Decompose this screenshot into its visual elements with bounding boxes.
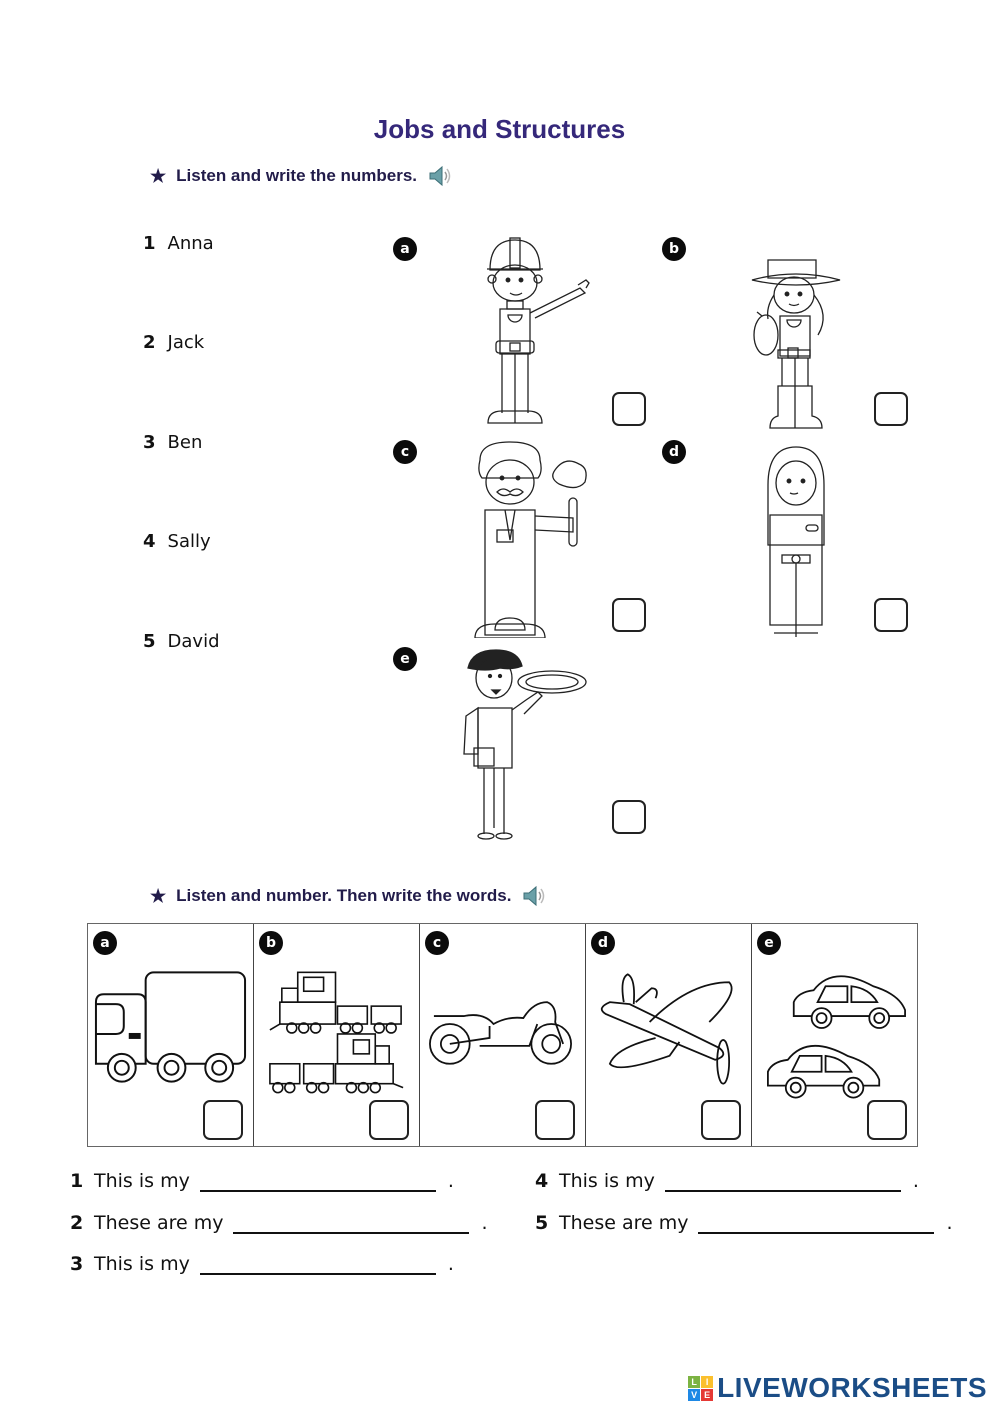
- name-label: Ben: [167, 432, 203, 453]
- liveworksheets-logo[interactable]: L I V E LIVEWORKSHEETS: [688, 1372, 987, 1404]
- letter-badge-d: d: [591, 931, 615, 955]
- name-label: Jack: [167, 332, 205, 353]
- lorry-icon: [94, 971, 247, 1083]
- scientist-woman-illustration: [760, 445, 832, 637]
- sentence-number: 4: [535, 1170, 549, 1192]
- sentence-text: This is my: [94, 1170, 190, 1192]
- sentence-3: 3 This is my .: [70, 1253, 454, 1275]
- name-number: 1: [143, 233, 156, 254]
- sentence-text: These are my: [94, 1212, 224, 1234]
- letter-badge-b: b: [662, 237, 686, 261]
- answer-blank-3[interactable]: [199, 1253, 436, 1275]
- name-label: David: [167, 631, 220, 652]
- waiter-illustration: [460, 648, 588, 840]
- answer-box-a[interactable]: [612, 392, 646, 426]
- star-icon: ★: [150, 885, 167, 906]
- letter-badge-e: e: [393, 647, 417, 671]
- name-number: 5: [143, 631, 156, 652]
- vehicle-cell-d: d: [586, 924, 752, 1146]
- sentence-number: 3: [70, 1253, 84, 1275]
- star-icon: ★: [150, 165, 167, 186]
- answer-box-d[interactable]: [874, 598, 908, 632]
- vehicle-cell-b: b: [254, 924, 420, 1146]
- logo-tile: I: [701, 1375, 714, 1388]
- sentence-5: 5 These are my .: [535, 1212, 953, 1234]
- sentence-2: 2 These are my .: [70, 1212, 488, 1234]
- sentence-text: These are my: [559, 1212, 689, 1234]
- farmer-illustration: [748, 240, 848, 430]
- answer-box-vehicle-d[interactable]: [701, 1100, 741, 1140]
- motorbike-icon: [429, 1001, 572, 1065]
- letter-badge-e: e: [757, 931, 781, 955]
- instruction-1-text: Listen and write the numbers.: [176, 166, 418, 185]
- answer-box-vehicle-a[interactable]: [203, 1100, 243, 1140]
- sentence-end: .: [447, 1253, 454, 1275]
- logo-text: LIVEWORKSHEETS: [717, 1372, 987, 1403]
- sentence-end: .: [946, 1212, 953, 1234]
- letter-badge-c: c: [393, 440, 417, 464]
- instruction-2: ★ Listen and number. Then write the word…: [150, 884, 547, 908]
- logo-tile: E: [701, 1388, 714, 1401]
- sentence-end: .: [481, 1212, 488, 1234]
- name-number: 3: [143, 432, 156, 453]
- sentence-text: This is my: [559, 1170, 655, 1192]
- speaker-icon[interactable]: [427, 164, 453, 188]
- letter-badge-a: a: [93, 931, 117, 955]
- name-item: 4 Sally: [143, 531, 211, 552]
- vehicle-cell-a: a: [88, 924, 254, 1146]
- answer-blank-4[interactable]: [664, 1170, 901, 1192]
- sentence-4: 4 This is my .: [535, 1170, 919, 1192]
- logo-tile: V: [688, 1388, 701, 1401]
- name-label: Sally: [167, 531, 211, 552]
- answer-blank-1[interactable]: [199, 1170, 436, 1192]
- answer-box-c[interactable]: [612, 598, 646, 632]
- letter-badge-a: a: [393, 237, 417, 261]
- name-item: 5 David: [143, 631, 220, 652]
- instruction-2-text: Listen and number. Then write the words.: [176, 886, 512, 905]
- sentence-end: .: [912, 1170, 919, 1192]
- plane-icon: [600, 973, 733, 1085]
- sentence-number: 1: [70, 1170, 84, 1192]
- name-number: 4: [143, 531, 156, 552]
- vehicle-grid: a b c: [87, 923, 918, 1147]
- answer-blank-2[interactable]: [233, 1212, 470, 1234]
- trains-icon: [269, 971, 404, 1094]
- sentence-number: 5: [535, 1212, 549, 1234]
- letter-badge-b: b: [259, 931, 283, 955]
- name-item: 3 Ben: [143, 432, 202, 453]
- answer-box-vehicle-e[interactable]: [867, 1100, 907, 1140]
- answer-box-vehicle-c[interactable]: [535, 1100, 575, 1140]
- sentence-1: 1 This is my .: [70, 1170, 454, 1192]
- name-label: Anna: [167, 233, 214, 254]
- page-title: Jobs and Structures: [373, 114, 626, 144]
- builder-illustration: [470, 235, 595, 427]
- name-number: 2: [143, 332, 156, 353]
- answer-box-b[interactable]: [874, 392, 908, 426]
- speaker-icon[interactable]: [521, 884, 547, 908]
- answer-blank-5[interactable]: [698, 1212, 935, 1234]
- letter-badge-d: d: [662, 440, 686, 464]
- vehicle-cell-c: c: [420, 924, 586, 1146]
- name-item: 1 Anna: [143, 233, 214, 254]
- logo-tiles-icon: L I V E: [688, 1375, 714, 1401]
- logo-tile: L: [688, 1375, 701, 1388]
- sentence-number: 2: [70, 1212, 84, 1234]
- vehicle-cell-e: e: [752, 924, 917, 1146]
- scientist-man-illustration: [465, 440, 590, 639]
- name-item: 2 Jack: [143, 332, 204, 353]
- cars-icon: [767, 975, 906, 1099]
- letter-badge-c: c: [425, 931, 449, 955]
- instruction-1: ★ Listen and write the numbers.: [150, 164, 453, 188]
- sentence-end: .: [447, 1170, 454, 1192]
- answer-box-e[interactable]: [612, 800, 646, 834]
- answer-box-vehicle-b[interactable]: [369, 1100, 409, 1140]
- sentence-text: This is my: [94, 1253, 190, 1275]
